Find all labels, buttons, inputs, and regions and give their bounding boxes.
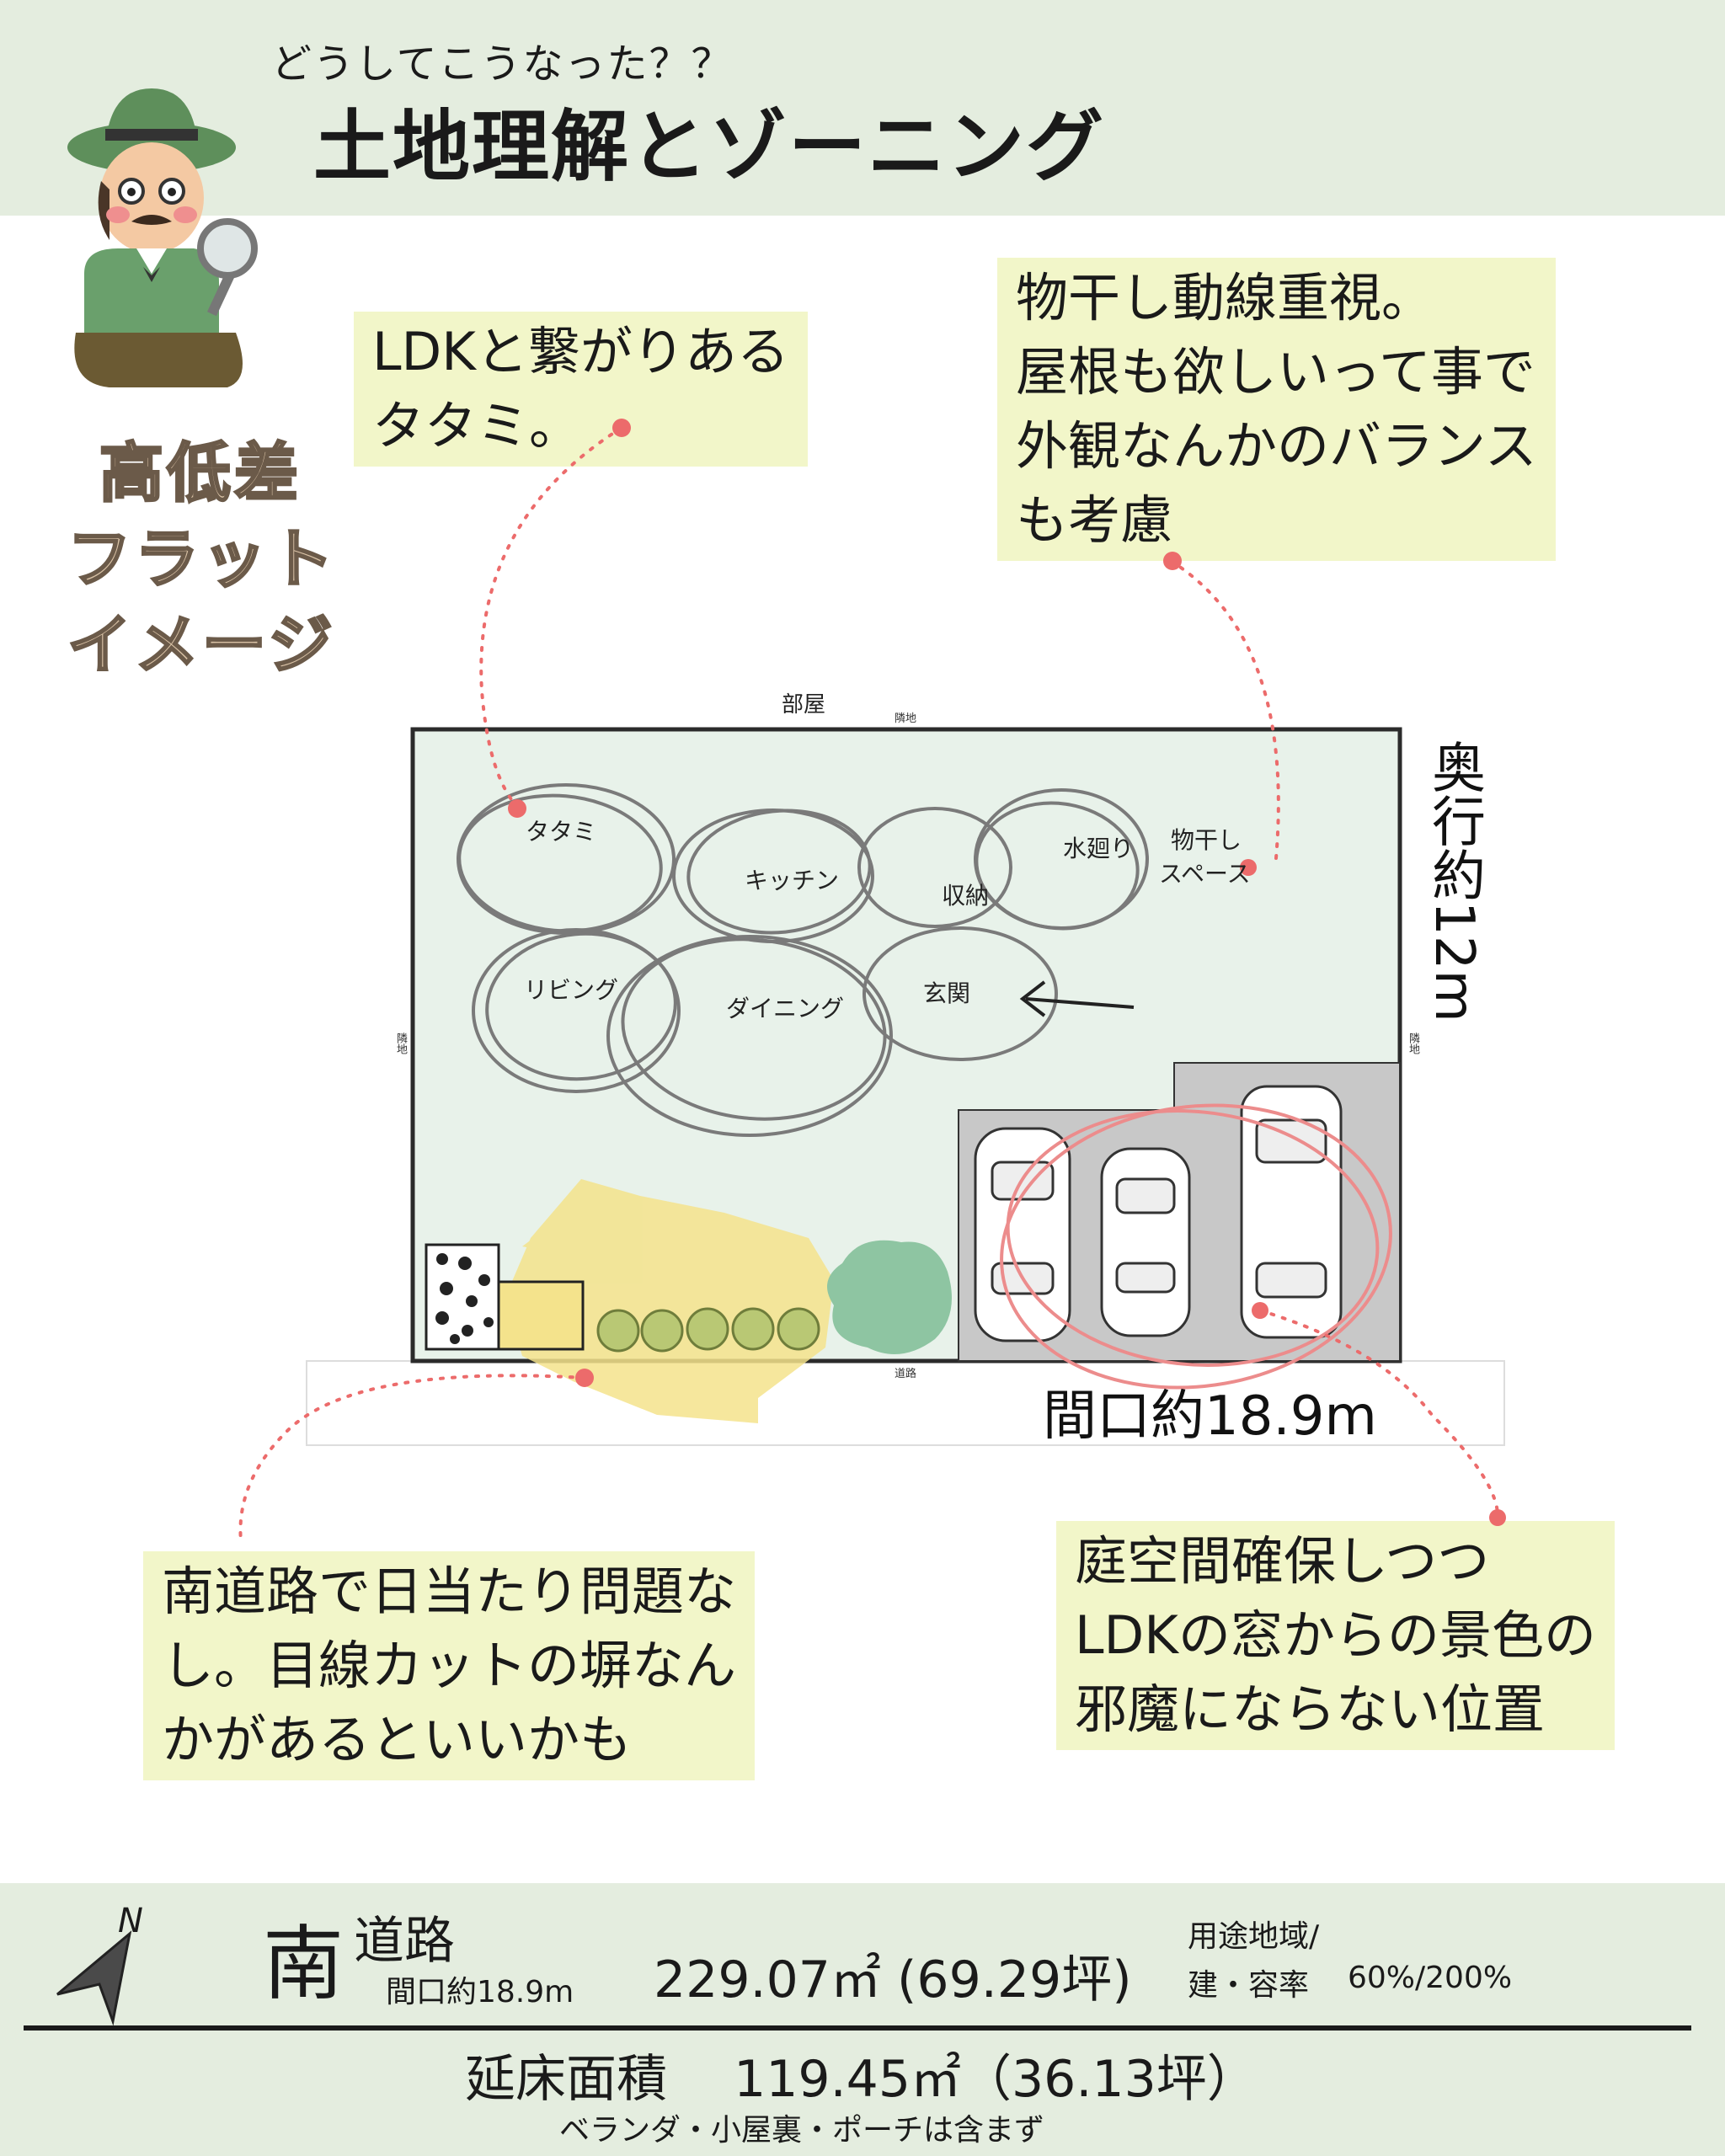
detective-character-icon <box>67 88 258 387</box>
entrance-arrow <box>1019 980 1135 1017</box>
footer-divider <box>24 2025 1691 2031</box>
note-road: 南道路で日当たり問題な し。目線カットの塀なん かがあるといいかも <box>143 1551 756 1780</box>
zone-circles <box>457 783 1149 1137</box>
direction-label: 南 <box>263 1917 344 2011</box>
plot-top-small: 隣地 <box>895 712 917 725</box>
plot-top-label: 部屋 <box>782 692 826 718</box>
note-laundry-line-3: 外観なんかのバランス <box>1016 415 1537 477</box>
garden-circle <box>1000 1103 1392 1390</box>
note-garden-line-3: 邪魔にならない位置 <box>1075 1678 1546 1740</box>
note-road-line-3: かがあるといいかも <box>162 1709 633 1770</box>
floor-area-note: ベランダ・小屋裏・ポーチは含まず <box>559 2113 1045 2148</box>
side-label-elevation: 高低差 <box>99 435 302 512</box>
note-garden-line-2: LDKの窓からの景色の <box>1075 1604 1596 1666</box>
zone-drying-line-2: スペース <box>1159 860 1251 888</box>
note-laundry-line-2: 屋根も欲しいって事で <box>1016 341 1535 403</box>
hedge-row <box>596 1307 820 1353</box>
garden-scribble <box>505 1179 834 1423</box>
shrub <box>827 1240 952 1354</box>
road-area <box>306 1360 1505 1446</box>
zone-tatami: タタミ <box>526 818 597 846</box>
zone-kitchen: キッチン <box>745 867 840 894</box>
compass-icon <box>56 1930 132 2026</box>
car-2 <box>1100 1147 1191 1337</box>
planter-bed <box>425 1243 585 1351</box>
zone-dining: ダイニング <box>726 995 845 1022</box>
floor-area: 延床面積 119.45㎡（36.13坪） <box>465 2050 1258 2109</box>
zone-water: 水廻り <box>1063 835 1135 862</box>
note-laundry-line-1: 物干し動線重視。 <box>1016 267 1434 328</box>
frontage-dimension: 間口約18.9m <box>1043 1385 1377 1448</box>
note-tatami: LDKと繋がりある タタミ。 <box>354 312 808 467</box>
note-garden-line-1: 庭空間確保しつつ <box>1075 1530 1490 1592</box>
plot-bottom-small: 道路 <box>895 1368 917 1380</box>
side-label-image: イメージ <box>66 606 336 684</box>
footer-band <box>0 1883 1725 2156</box>
note-road-line-1: 南道路で日当たり問題な <box>162 1561 737 1622</box>
compass-letter: N <box>118 1902 143 1940</box>
note-laundry-line-4: も考慮 <box>1016 489 1173 551</box>
ratio-label: 建・容率 <box>1188 1968 1310 2003</box>
page-title: 土地理解とゾーニング <box>313 102 1106 192</box>
header-band <box>0 0 1725 216</box>
plot-right-small: 隣地 <box>1407 1033 1419 1054</box>
car-1 <box>974 1127 1071 1342</box>
note-tatami-line-2: タタミ。 <box>372 395 582 456</box>
ratio-value: 60%/200% <box>1348 1961 1513 1995</box>
plot-left-small: 隣地 <box>394 1033 407 1054</box>
site-area: 229.07㎡ (69.29坪) <box>654 1951 1132 2009</box>
side-label-flat: フラット <box>67 520 337 598</box>
road-label: 道路 <box>354 1912 455 1971</box>
note-garden: 庭空間確保しつつ LDKの窓からの景色の 邪魔にならない位置 <box>1056 1521 1615 1750</box>
zone-living: リビング <box>524 976 619 1004</box>
connector-dots <box>508 419 1506 1526</box>
note-laundry: 物干し動線重視。 屋根も欲しいって事で 外観なんかのバランス も考慮 <box>997 258 1556 561</box>
zone-drying-line-1: 物干し <box>1171 826 1242 854</box>
note-tatami-line-1: LDKと繋がりある <box>372 321 789 382</box>
depth-dimension: 奥行約12m <box>1423 739 1485 1022</box>
zone-storage: 収納 <box>942 882 990 910</box>
note-road-line-2: し。目線カットの塀なん <box>162 1635 737 1696</box>
connectors <box>238 426 1500 1543</box>
subtitle: どうしてこうなった？？ <box>271 40 734 88</box>
footer-frontage: 間口約18.9m <box>386 1975 574 2009</box>
zone-entrance: 玄関 <box>923 979 971 1007</box>
zoning-label: 用途地域/ <box>1188 1919 1320 1954</box>
